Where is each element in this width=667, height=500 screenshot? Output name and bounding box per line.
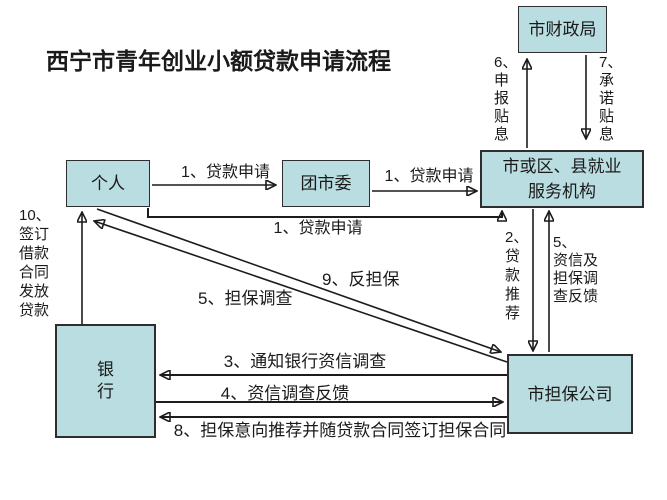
edge-label-counter-guarantee: 9、反担保 bbox=[322, 270, 400, 289]
edge-label-promise-subsidy: 7、 承 诺 贴 息 bbox=[599, 54, 623, 143]
edge-label-loan-application-1b: 1、贷款申请 bbox=[384, 168, 474, 185]
edge-label-declare-subsidy: 6、 申 报 贴 息 bbox=[494, 54, 518, 143]
edge-label-loan-application-1c: 1、贷款申请 bbox=[273, 220, 363, 237]
edge-label-loan-application-1a: 1、贷款申请 bbox=[181, 164, 270, 181]
edge-label-guarantee-investigation: 5、担保调查 bbox=[198, 289, 293, 308]
arrow-guarantee-investigation bbox=[94, 221, 508, 363]
arrow-counter-guarantee bbox=[96, 208, 501, 352]
edge-label-credit-check-feedback: 4、资信调查反馈 bbox=[220, 384, 350, 403]
node-bank: 银 行 bbox=[55, 324, 156, 438]
edge-label-credit-feedback-up: 5、 资信及 担保调 查反馈 bbox=[553, 234, 599, 305]
page-title: 西宁市青年创业小额贷款申请流程 bbox=[46, 48, 391, 74]
node-individual: 个人 bbox=[66, 160, 150, 207]
node-guarantee-company: 市担保公司 bbox=[507, 354, 633, 434]
edge-label-loan-recommendation: 2、 贷 款 推 荐 bbox=[505, 229, 529, 322]
node-employment-agency: 市或区、县就业 服务机构 bbox=[480, 150, 644, 208]
edge-label-guarantee-contract: 8、担保意向推荐并随贷款合同签订担保合同 bbox=[173, 421, 507, 440]
node-finance-bureau: 市财政局 bbox=[518, 6, 607, 53]
arrow-loan-application-individual-to-agency bbox=[147, 208, 502, 217]
edge-label-sign-contract-issue-loan: 10、 签订 借款 合同 发放 贷款 bbox=[19, 207, 51, 319]
node-youth-league: 团市委 bbox=[282, 160, 370, 207]
edge-label-notify-bank-credit-check: 3、通知银行资信调查 bbox=[223, 352, 387, 371]
